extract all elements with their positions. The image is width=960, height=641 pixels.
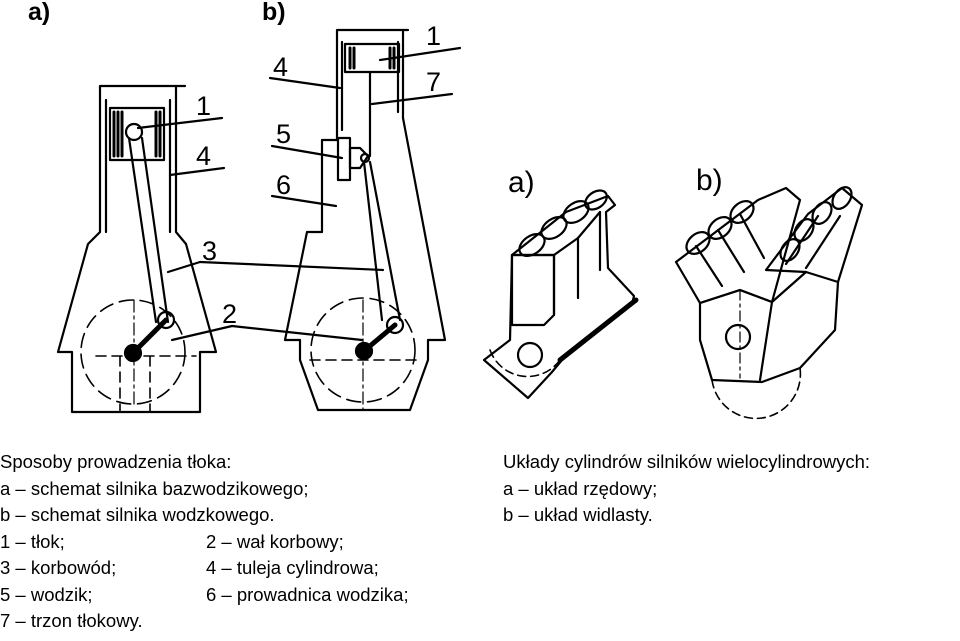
legend-item-5: 5 – wodzik; xyxy=(0,583,93,605)
right-caption-line-a: a – układ rzędowy; xyxy=(503,477,658,499)
right-caption: Układy cylindrów silników wielocylindrow… xyxy=(503,449,870,529)
legend-item-2: 2 – wał korbowy; xyxy=(206,530,344,552)
legend-item-4: 4 – tuleja cylindrowa; xyxy=(206,557,379,578)
legend-item-7: 7 – trzon tłokowy. xyxy=(0,610,143,631)
legend-item-1: 1 – tłok; xyxy=(0,530,65,552)
legend-row: 7 – trzon tłokowy. xyxy=(0,608,309,635)
piston-a xyxy=(108,106,166,162)
engine-crosshead xyxy=(166,28,462,412)
engine-trunk-piston xyxy=(56,84,226,414)
legend-row: 3 – korbowód; 4 – tuleja cylindrowa; xyxy=(0,555,379,582)
part-number-2: 2 xyxy=(222,299,237,329)
part-number-1a: 1 xyxy=(196,91,211,121)
right-caption-line-b: b – układ widlasty. xyxy=(503,504,653,525)
v-engine xyxy=(674,186,864,420)
part-number-6: 6 xyxy=(276,170,291,200)
part-number-7: 7 xyxy=(426,67,441,97)
part-number-1b: 1 xyxy=(426,21,441,51)
left-caption: Sposoby prowadzenia tłoka: a – schemat s… xyxy=(0,449,409,635)
right-caption-title: Układy cylindrów silników wielocylindrow… xyxy=(503,451,871,472)
v-engine-label: b) xyxy=(696,164,723,197)
legend-row: 1 – tłok; 2 – wał korbowy; xyxy=(0,529,344,556)
part-number-3: 3 xyxy=(202,236,217,266)
panel-label-b: b) xyxy=(262,0,286,26)
inline-engine xyxy=(482,189,639,400)
part-number-5: 5 xyxy=(276,119,291,149)
left-caption-line-a: a – schemat silnika bazwodzikowego; xyxy=(0,477,309,499)
inline-engine-label: a) xyxy=(508,166,535,199)
left-caption-title: Sposoby prowadzenia tłoka: xyxy=(0,451,232,472)
part-number-4b: 4 xyxy=(273,52,288,82)
legend-item-6: 6 – prowadnica wodzika; xyxy=(206,583,409,605)
legend-row: 5 – wodzik; 6 – prowadnica wodzika; xyxy=(0,582,409,609)
left-caption-line-b: b – schemat silnika wodzkowego. xyxy=(0,504,275,525)
part-number-4a: 4 xyxy=(196,141,211,171)
panel-label-a: a) xyxy=(28,0,51,26)
engine-drawings: 1 4 3 2 1 4 7 5 6 a) b) xyxy=(56,21,864,420)
legend-item-3: 3 – korbowód; xyxy=(0,557,117,578)
